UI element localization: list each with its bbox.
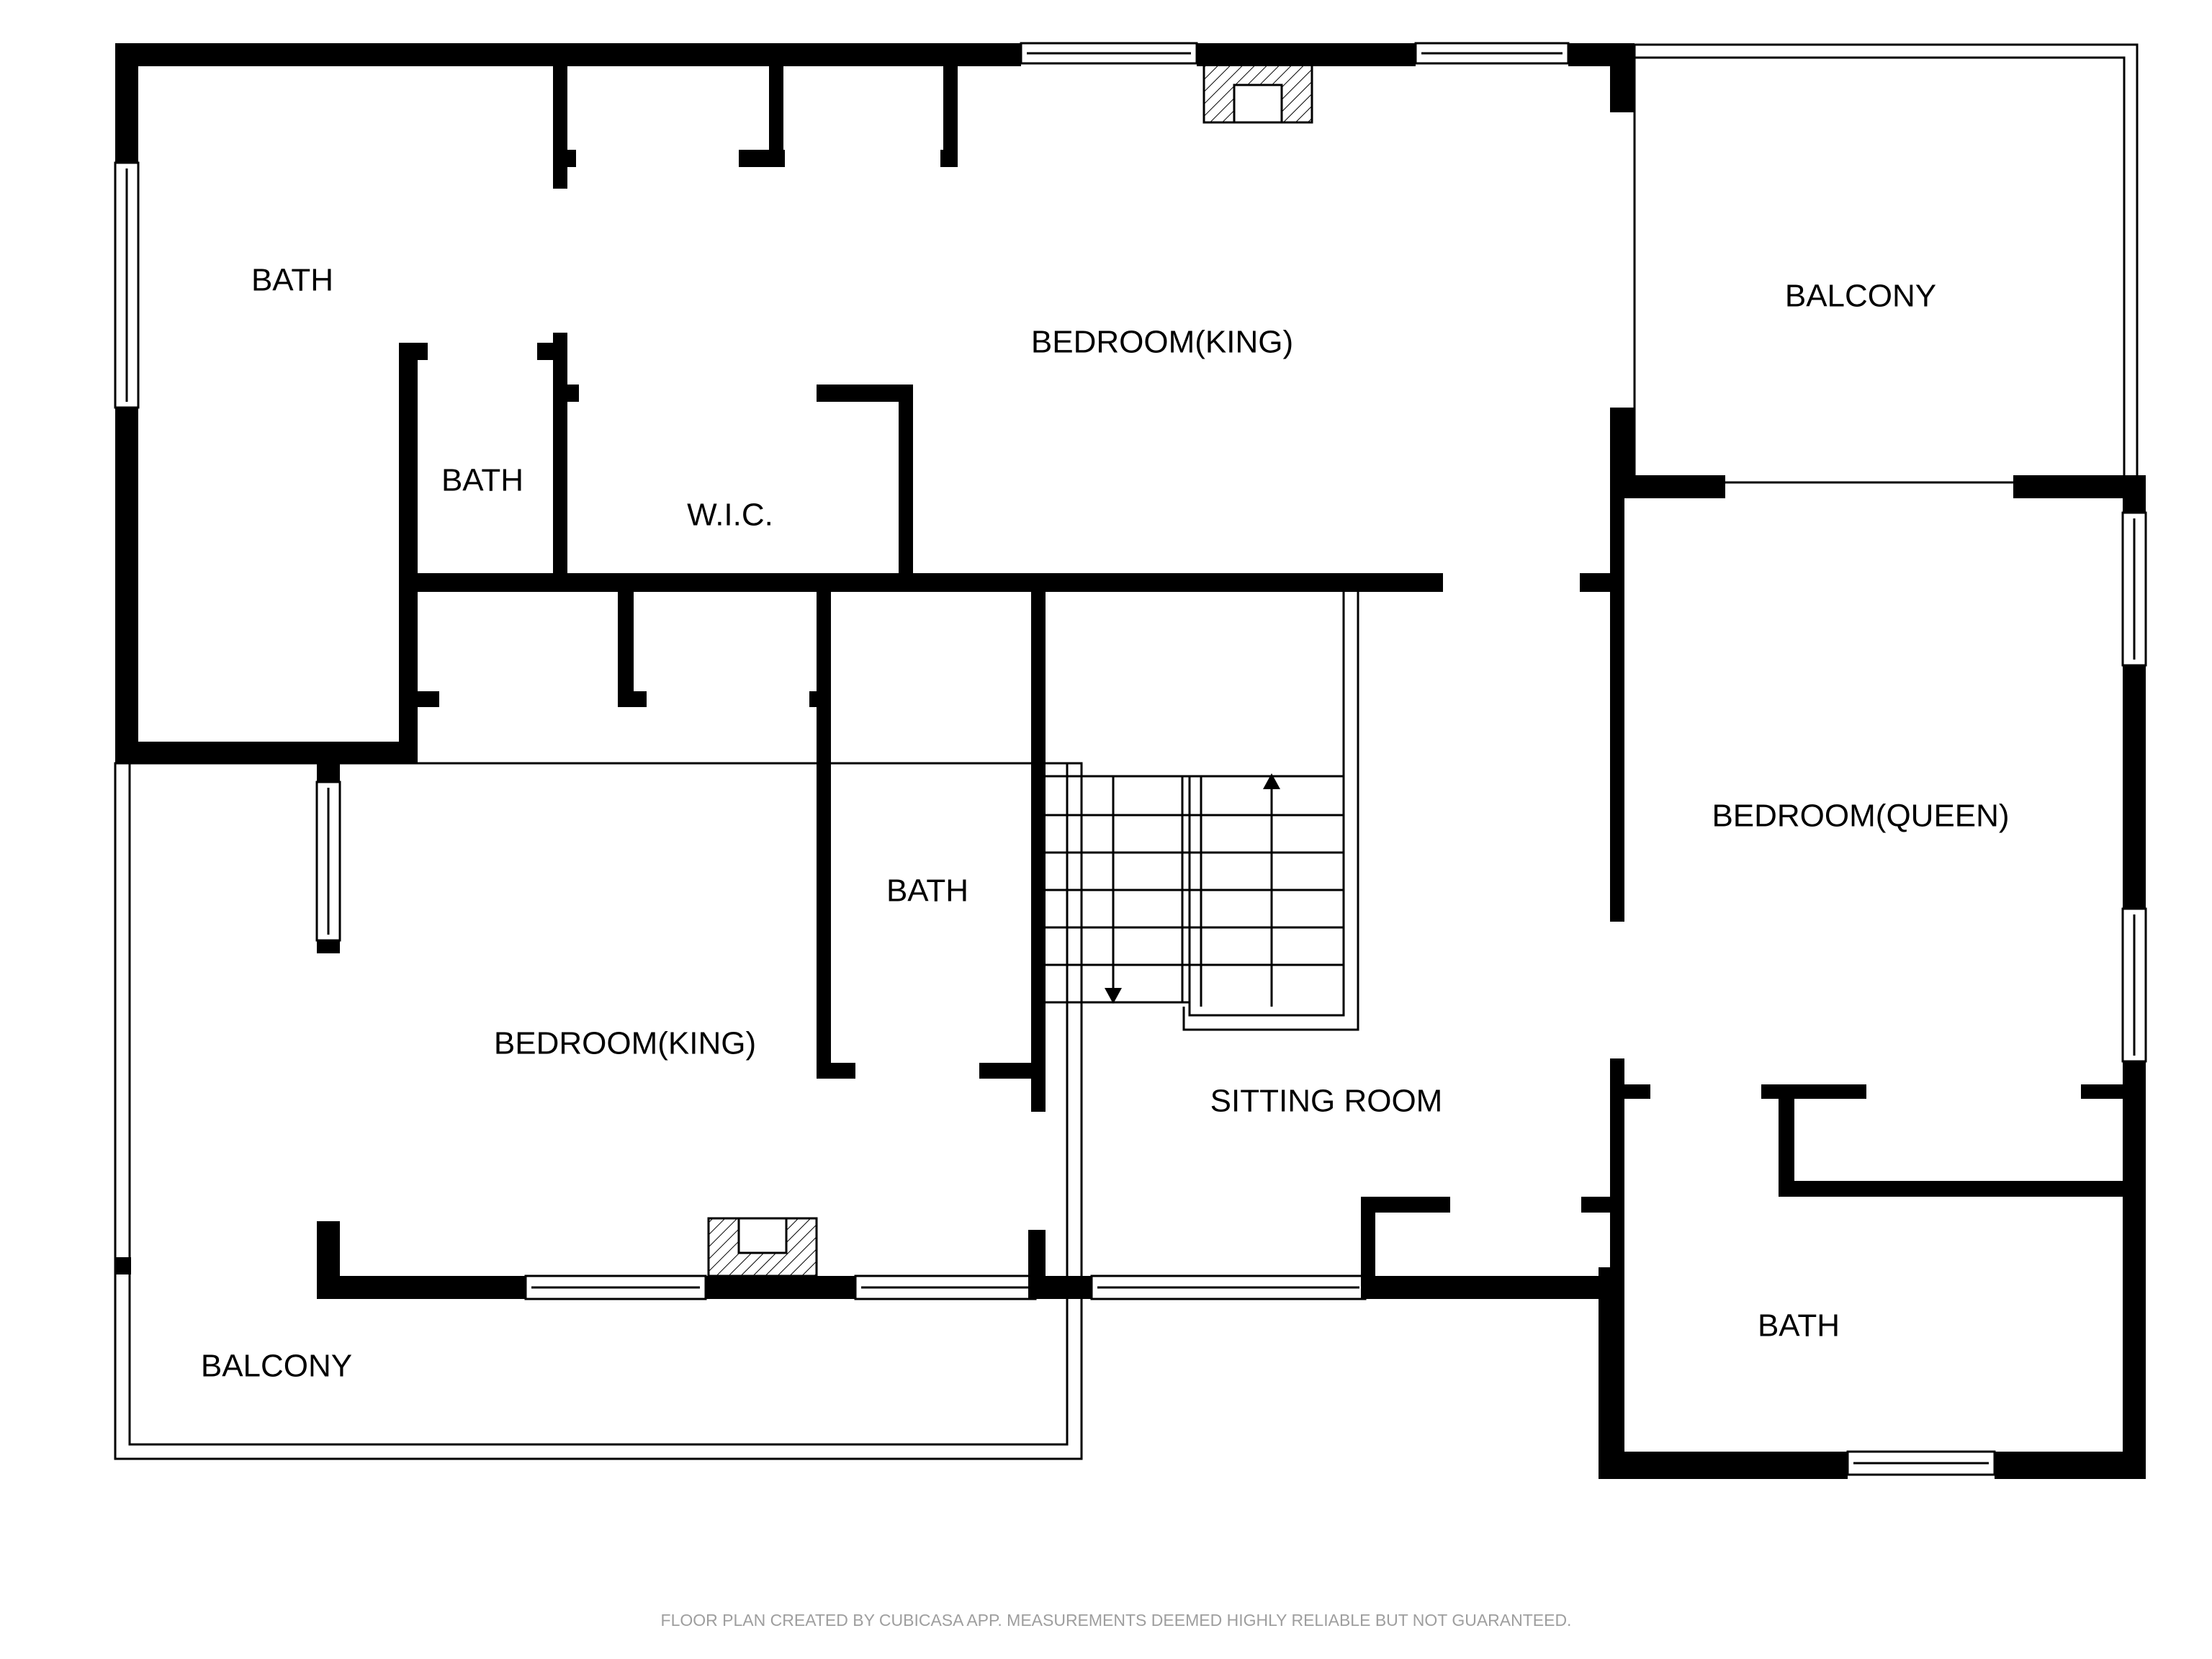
- room-label-balcony-top-right: BALCONY: [1785, 279, 1936, 314]
- stair-arrows: [1105, 773, 1280, 1004]
- room-label-bedroom-queen: BEDROOM(QUEEN): [1712, 799, 2009, 834]
- balcony-railings: [114, 43, 2139, 1460]
- room-label-sitting-room: SITTING ROOM: [1210, 1084, 1443, 1119]
- disclaimer-text: FLOOR PLAN CREATED BY CUBICASA APP. MEAS…: [661, 1611, 1572, 1629]
- room-label-bath-center: BATH: [886, 873, 968, 909]
- windows: [114, 42, 2147, 1476]
- stairs: [1043, 585, 1359, 1031]
- room-label-bedroom-king-bottom: BEDROOM(KING): [494, 1026, 756, 1061]
- room-label-bedroom-king-top: BEDROOM(KING): [1031, 325, 1293, 360]
- walls: [115, 43, 2146, 1479]
- room-label-bath-small: BATH: [441, 463, 523, 498]
- room-label-balcony-bottom-left: BALCONY: [201, 1349, 352, 1384]
- room-label-wic: W.I.C.: [687, 498, 773, 533]
- fireplaces: [707, 63, 1313, 1277]
- room-label-bath-top-left: BATH: [251, 263, 333, 298]
- room-label-bath-bottom-right: BATH: [1758, 1308, 1840, 1344]
